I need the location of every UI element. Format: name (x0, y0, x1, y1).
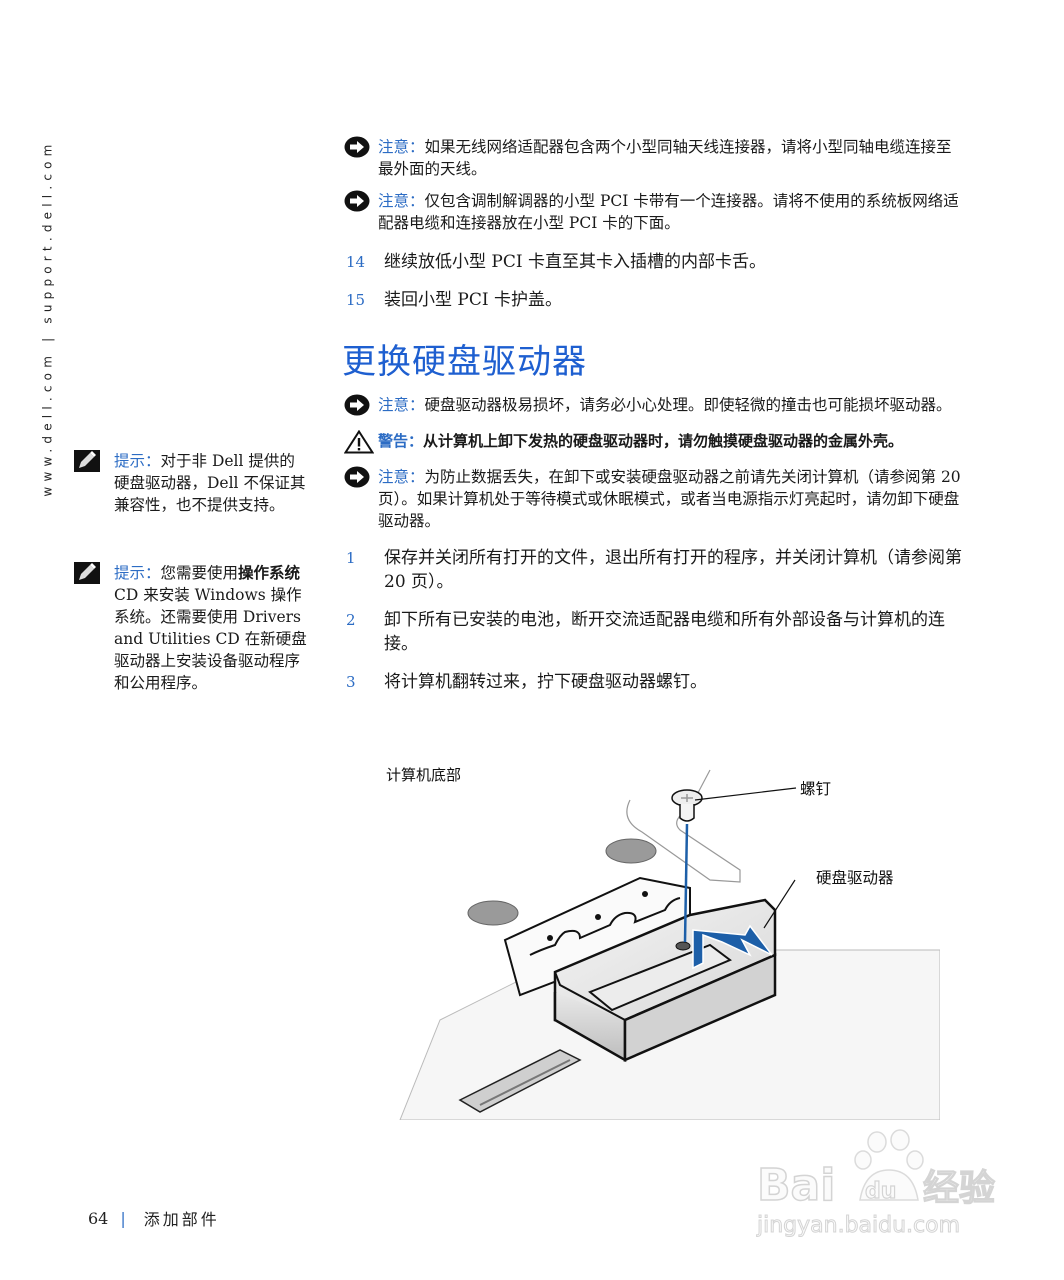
main-column: 注意：如果无线网络适配器包含两个小型同轴天线连接器，请将小型同轴电缆连接至最外面… (342, 136, 962, 708)
notice-text: 硬盘驱动器极易损坏，请务必小心处理。即使轻微的撞击也可能损坏驱动器。 (424, 396, 952, 414)
step-number: 3 (346, 673, 356, 691)
tip-text-rest: CD 来安装 Windows 操作系统。还需要使用 Drivers and Ut… (114, 586, 307, 692)
notice-icon (344, 394, 378, 420)
watermark-brand: Bai (757, 1160, 835, 1211)
page-footer: 64 | 添加部件 (88, 1206, 220, 1230)
step-item: 15 装回小型 PCI 卡护盖。 (342, 288, 962, 312)
tip-bold-text: 操作系统 (238, 563, 301, 582)
chapter-title: 添加部件 (143, 1210, 220, 1229)
warning-block: 警告：从计算机上卸下发热的硬盘驱动器时，请勿触摸硬盘驱动器的金属外壳。 (342, 429, 962, 456)
svg-text:du: du (865, 1179, 896, 1204)
hard-drive-figure: 计算机底部 (380, 760, 940, 1120)
notice-block: 注意：仅包含调制解调器的小型 PCI 卡带有一个连接器。请将不使用的系统板网络适… (342, 190, 962, 234)
step-text: 继续放低小型 PCI 卡直至其卡入插槽的内部卡舌。 (384, 252, 766, 272)
warning-label: 警告： (378, 432, 424, 450)
side-url-text: www.dell.com | support.dell.com (41, 139, 56, 497)
tip-label: 提示： (114, 452, 161, 470)
label-hard-drive: 硬盘驱动器 (816, 869, 894, 887)
step-number: 15 (346, 291, 366, 309)
step-number: 2 (346, 611, 356, 629)
step-item: 14 继续放低小型 PCI 卡直至其卡入插槽的内部卡舌。 (342, 250, 962, 274)
notice-label: 注意： (378, 192, 425, 210)
notice-icon (344, 190, 378, 216)
notice-label: 注意： (378, 396, 425, 414)
hard-drive-illustration (399, 769, 940, 1120)
notice-text: 如果无线网络适配器包含两个小型同轴天线连接器，请将小型同轴电缆连接至最外面的天线… (378, 138, 952, 178)
notice-text: 仅包含调制解调器的小型 PCI 卡带有一个连接器。请将不使用的系统板网络适配器电… (378, 192, 959, 232)
notice-block: 注意：如果无线网络适配器包含两个小型同轴天线连接器，请将小型同轴电缆连接至最外面… (342, 136, 962, 180)
step-number: 1 (346, 549, 356, 567)
label-screw: 螺钉 (800, 780, 832, 798)
step-text: 卸下所有已安装的电池，断开交流适配器电缆和所有外部设备与计算机的连接。 (384, 610, 945, 654)
tip-block: 提示：对于非 Dell 提供的硬盘驱动器，Dell 不保证其兼容性，也不提供支持… (74, 450, 310, 516)
notice-label: 注意： (378, 138, 425, 156)
side-url-strip: www.dell.com | support.dell.com (38, 139, 58, 496)
tip-block: 提示：您需要使用操作系统 CD 来安装 Windows 操作系统。还需要使用 D… (74, 562, 310, 694)
pencil-note-icon (74, 450, 114, 476)
footer-separator: | (120, 1208, 126, 1228)
step-number: 14 (346, 253, 366, 271)
tip-label: 提示： (114, 564, 161, 582)
notice-block: 注意：为防止数据丢失，在卸下或安装硬盘驱动器之前请先关闭计算机（请参阅第 20 … (342, 466, 962, 532)
warning-triangle-icon (343, 429, 378, 456)
svg-text:经验: 经验 (923, 1168, 995, 1209)
watermark-url: jingyan.baidu.com (756, 1213, 960, 1238)
baidu-paw-logo: Bai du 经验 jingyan.baidu.com (756, 1129, 996, 1239)
baidu-watermark: Bai du 经验 jingyan.baidu.com (755, 1120, 1015, 1240)
tip-text: 您需要使用 (160, 564, 239, 582)
step-text: 装回小型 PCI 卡护盖。 (384, 290, 562, 310)
pencil-note-icon (74, 562, 114, 588)
notice-block: 注意：硬盘驱动器极易损坏，请务必小心处理。即使轻微的撞击也可能损坏驱动器。 (342, 394, 962, 420)
warning-text: 从计算机上卸下发热的硬盘驱动器时，请勿触摸硬盘驱动器的金属外壳。 (423, 432, 904, 450)
margin-tips: 提示：对于非 Dell 提供的硬盘驱动器，Dell 不保证其兼容性，也不提供支持… (74, 450, 310, 740)
step-text: 保存并关闭所有打开的文件，退出所有打开的程序，并关闭计算机（请参阅第 20 页）… (384, 548, 962, 592)
section-title: 更换硬盘驱动器 (342, 342, 587, 382)
step-item: 1 保存并关闭所有打开的文件，退出所有打开的程序，并关闭计算机（请参阅第 20 … (342, 546, 962, 594)
notice-icon (344, 136, 378, 162)
notice-label: 注意： (378, 468, 425, 486)
step-item: 3 将计算机翻转过来，拧下硬盘驱动器螺钉。 (342, 670, 962, 694)
tip-text: 对于非 Dell 提供的硬盘驱动器，Dell 不保证其兼容性，也不提供支持。 (114, 452, 306, 514)
figure-caption: 计算机底部 (386, 766, 462, 784)
step-item: 2 卸下所有已安装的电池，断开交流适配器电缆和所有外部设备与计算机的连接。 (342, 608, 962, 656)
notice-text: 为防止数据丢失，在卸下或安装硬盘驱动器之前请先关闭计算机（请参阅第 20 页）。… (378, 468, 961, 530)
page-number: 64 (88, 1208, 109, 1228)
notice-icon (344, 466, 378, 492)
step-text: 将计算机翻转过来，拧下硬盘驱动器螺钉。 (384, 672, 707, 692)
